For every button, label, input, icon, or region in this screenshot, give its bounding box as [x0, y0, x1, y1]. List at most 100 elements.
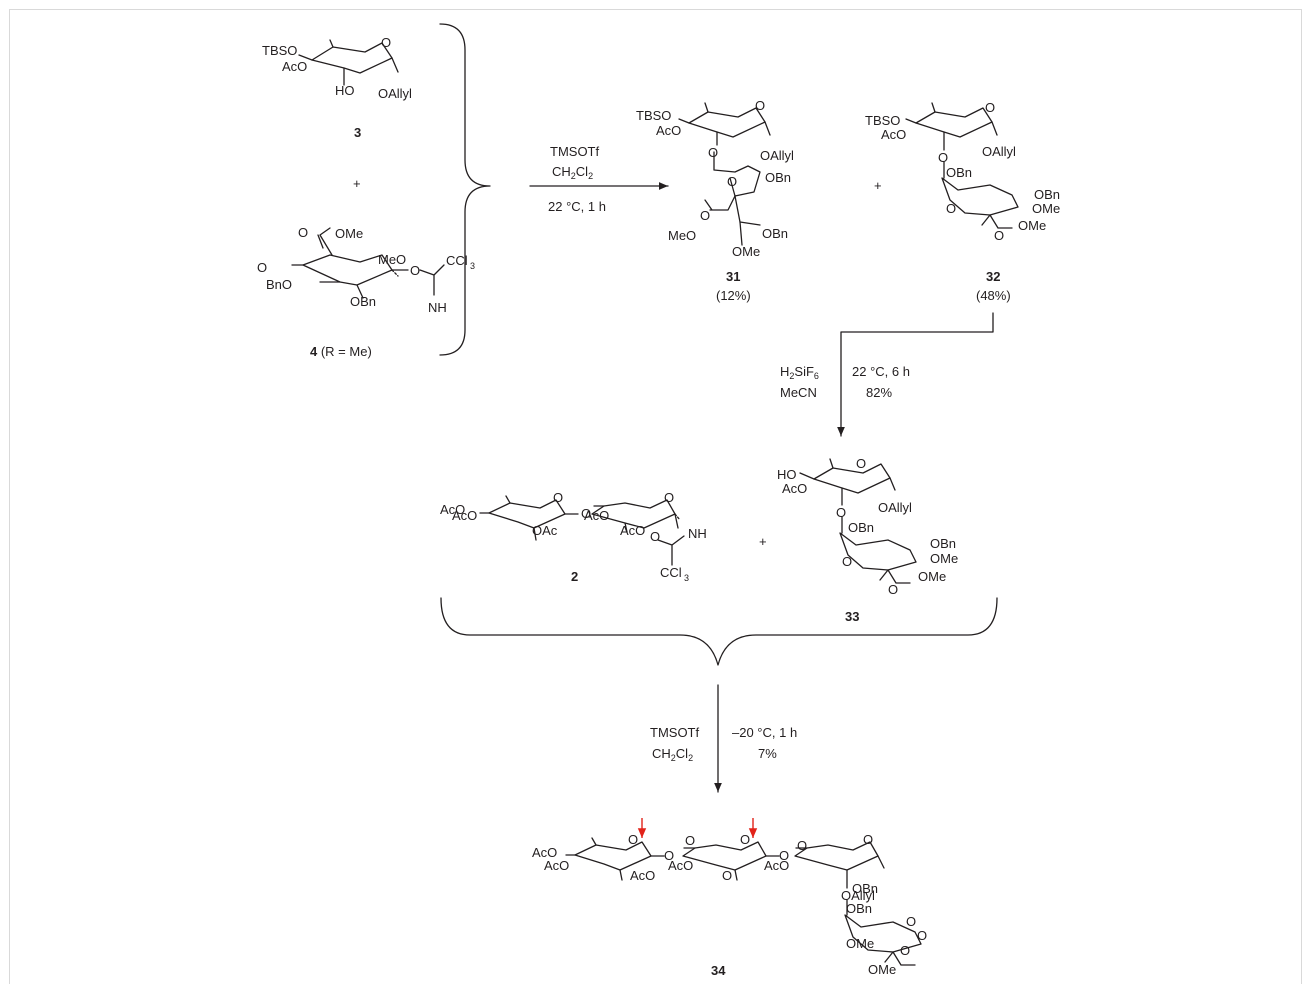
- svg-text:O: O: [985, 100, 995, 115]
- svg-text:OAllyl: OAllyl: [982, 144, 1016, 159]
- svg-text:CCl: CCl: [446, 253, 468, 268]
- svg-text:O: O: [755, 98, 765, 113]
- svg-text:O: O: [842, 554, 852, 569]
- svg-text:O: O: [740, 832, 750, 847]
- svg-text:CCl: CCl: [660, 565, 682, 580]
- svg-text:OAllyl: OAllyl: [841, 888, 875, 903]
- bracket-reactants: [439, 23, 491, 356]
- svg-text:22 °C, 6 h: 22 °C, 6 h: [852, 364, 910, 379]
- bracket-step3: [440, 597, 998, 666]
- svg-text:AcO: AcO: [544, 858, 569, 873]
- svg-text:NH: NH: [688, 526, 707, 541]
- svg-text:O: O: [664, 848, 674, 863]
- compound-4-label: 4 (R = Me): [310, 344, 372, 359]
- svg-text:MeO: MeO: [668, 228, 696, 243]
- compound-3-label: 3: [354, 125, 361, 140]
- svg-text:O: O: [836, 505, 846, 520]
- svg-text:OMe: OMe: [1018, 218, 1046, 233]
- svg-text:7%: 7%: [758, 746, 777, 761]
- svg-text:O: O: [708, 145, 718, 160]
- svg-text:AcO: AcO: [620, 523, 645, 538]
- svg-text:TMSOTf: TMSOTf: [650, 725, 699, 740]
- svg-text:H2SiF6: H2SiF6: [780, 364, 819, 381]
- svg-text:CH2Cl2: CH2Cl2: [552, 164, 593, 181]
- svg-text:3: 3: [470, 261, 475, 271]
- svg-text:O: O: [581, 506, 591, 521]
- svg-text:TBSO: TBSO: [865, 113, 900, 128]
- svg-text:TMSOTf: TMSOTf: [550, 144, 599, 159]
- compound-34-label: 34: [711, 963, 726, 978]
- svg-text:OBn: OBn: [765, 170, 791, 185]
- svg-text:AcO: AcO: [532, 845, 557, 860]
- svg-text:82%: 82%: [866, 385, 892, 400]
- svg-text:O: O: [298, 225, 308, 240]
- compound-31-yield: (12%): [716, 288, 751, 303]
- svg-text:OBn: OBn: [852, 881, 878, 896]
- svg-text:–20 °C, 1 h: –20 °C, 1 h: [732, 725, 797, 740]
- svg-text:OMe: OMe: [1032, 201, 1060, 216]
- compound-31: TBSO AcO O O OAllyl O OBn O MeO OBn OMe …: [636, 98, 794, 303]
- svg-text:O: O: [938, 150, 948, 165]
- svg-text:OBn: OBn: [1034, 187, 1060, 202]
- compound-32-yield: (48%): [976, 288, 1011, 303]
- svg-text:O: O: [664, 490, 674, 505]
- svg-text:BnO: BnO: [266, 277, 292, 292]
- svg-text:AcO: AcO: [282, 59, 307, 74]
- svg-text:O: O: [856, 456, 866, 471]
- svg-text:NH: NH: [428, 300, 447, 315]
- compound-3: TBSO AcO O HO OAllyl 3: [262, 35, 412, 140]
- svg-text:O: O: [779, 848, 789, 863]
- svg-text:OBn: OBn: [848, 520, 874, 535]
- svg-text:AcO: AcO: [440, 502, 465, 517]
- svg-text:OAllyl: OAllyl: [878, 500, 912, 515]
- svg-text:O: O: [628, 832, 638, 847]
- svg-text:O: O: [797, 838, 807, 853]
- svg-text:TBSO: TBSO: [262, 43, 297, 58]
- svg-text:OBn: OBn: [846, 901, 872, 916]
- svg-text:O: O: [685, 833, 695, 848]
- svg-text:AcO: AcO: [630, 868, 655, 883]
- svg-text:HO: HO: [335, 83, 355, 98]
- svg-text:OBn: OBn: [930, 536, 956, 551]
- svg-text:O: O: [917, 928, 927, 943]
- svg-text:O: O: [553, 490, 563, 505]
- svg-text:OMe: OMe: [930, 551, 958, 566]
- svg-text:AcO: AcO: [668, 858, 693, 873]
- svg-text:OMe: OMe: [846, 936, 874, 951]
- step-3: TMSOTf CH2Cl2 –20 °C, 1 h 7%: [650, 684, 797, 793]
- svg-text:O: O: [700, 208, 710, 223]
- plus-sign: +: [353, 176, 361, 191]
- svg-text:O: O: [946, 201, 956, 216]
- svg-text:O: O: [722, 868, 732, 883]
- svg-text:MeO: MeO: [378, 252, 406, 267]
- compound-2: AcO AcO O O AcO O OAc AcO O NH CCl 3 2: [440, 490, 707, 584]
- svg-text:O: O: [906, 914, 916, 929]
- compound-33-label: 33: [845, 609, 859, 624]
- svg-text:OAllyl: OAllyl: [378, 86, 412, 101]
- svg-text:MeCN: MeCN: [780, 385, 817, 400]
- step-2: H2SiF6 MeCN 22 °C, 6 h 82%: [780, 312, 994, 437]
- compound-34: AcO AcO O O O AcO O O AcO O AcO O O OAll…: [532, 818, 927, 978]
- svg-text:AcO: AcO: [764, 858, 789, 873]
- svg-text:3: 3: [684, 573, 689, 583]
- compound-31-label: 31: [726, 269, 740, 284]
- svg-text:OBn: OBn: [762, 226, 788, 241]
- svg-text:O: O: [410, 263, 420, 278]
- svg-text:OAc: OAc: [532, 523, 558, 538]
- svg-text:O: O: [650, 529, 660, 544]
- svg-text:HO: HO: [777, 467, 797, 482]
- svg-text:OBn: OBn: [946, 165, 972, 180]
- step-1: TMSOTf CH2Cl2 22 °C, 1 h: [529, 144, 669, 214]
- svg-text:O: O: [727, 174, 737, 189]
- compound-2-label: 2: [571, 569, 578, 584]
- plus-sign: +: [874, 178, 882, 193]
- svg-text:OMe: OMe: [918, 569, 946, 584]
- plus-sign: +: [759, 534, 767, 549]
- svg-text:O: O: [888, 582, 898, 597]
- svg-text:OMe: OMe: [335, 226, 363, 241]
- svg-text:AcO: AcO: [452, 508, 477, 523]
- figure-frame: [9, 9, 1302, 984]
- svg-text:OBn: OBn: [350, 294, 376, 309]
- svg-text:OMe: OMe: [868, 962, 896, 977]
- compound-32-label: 32: [986, 269, 1000, 284]
